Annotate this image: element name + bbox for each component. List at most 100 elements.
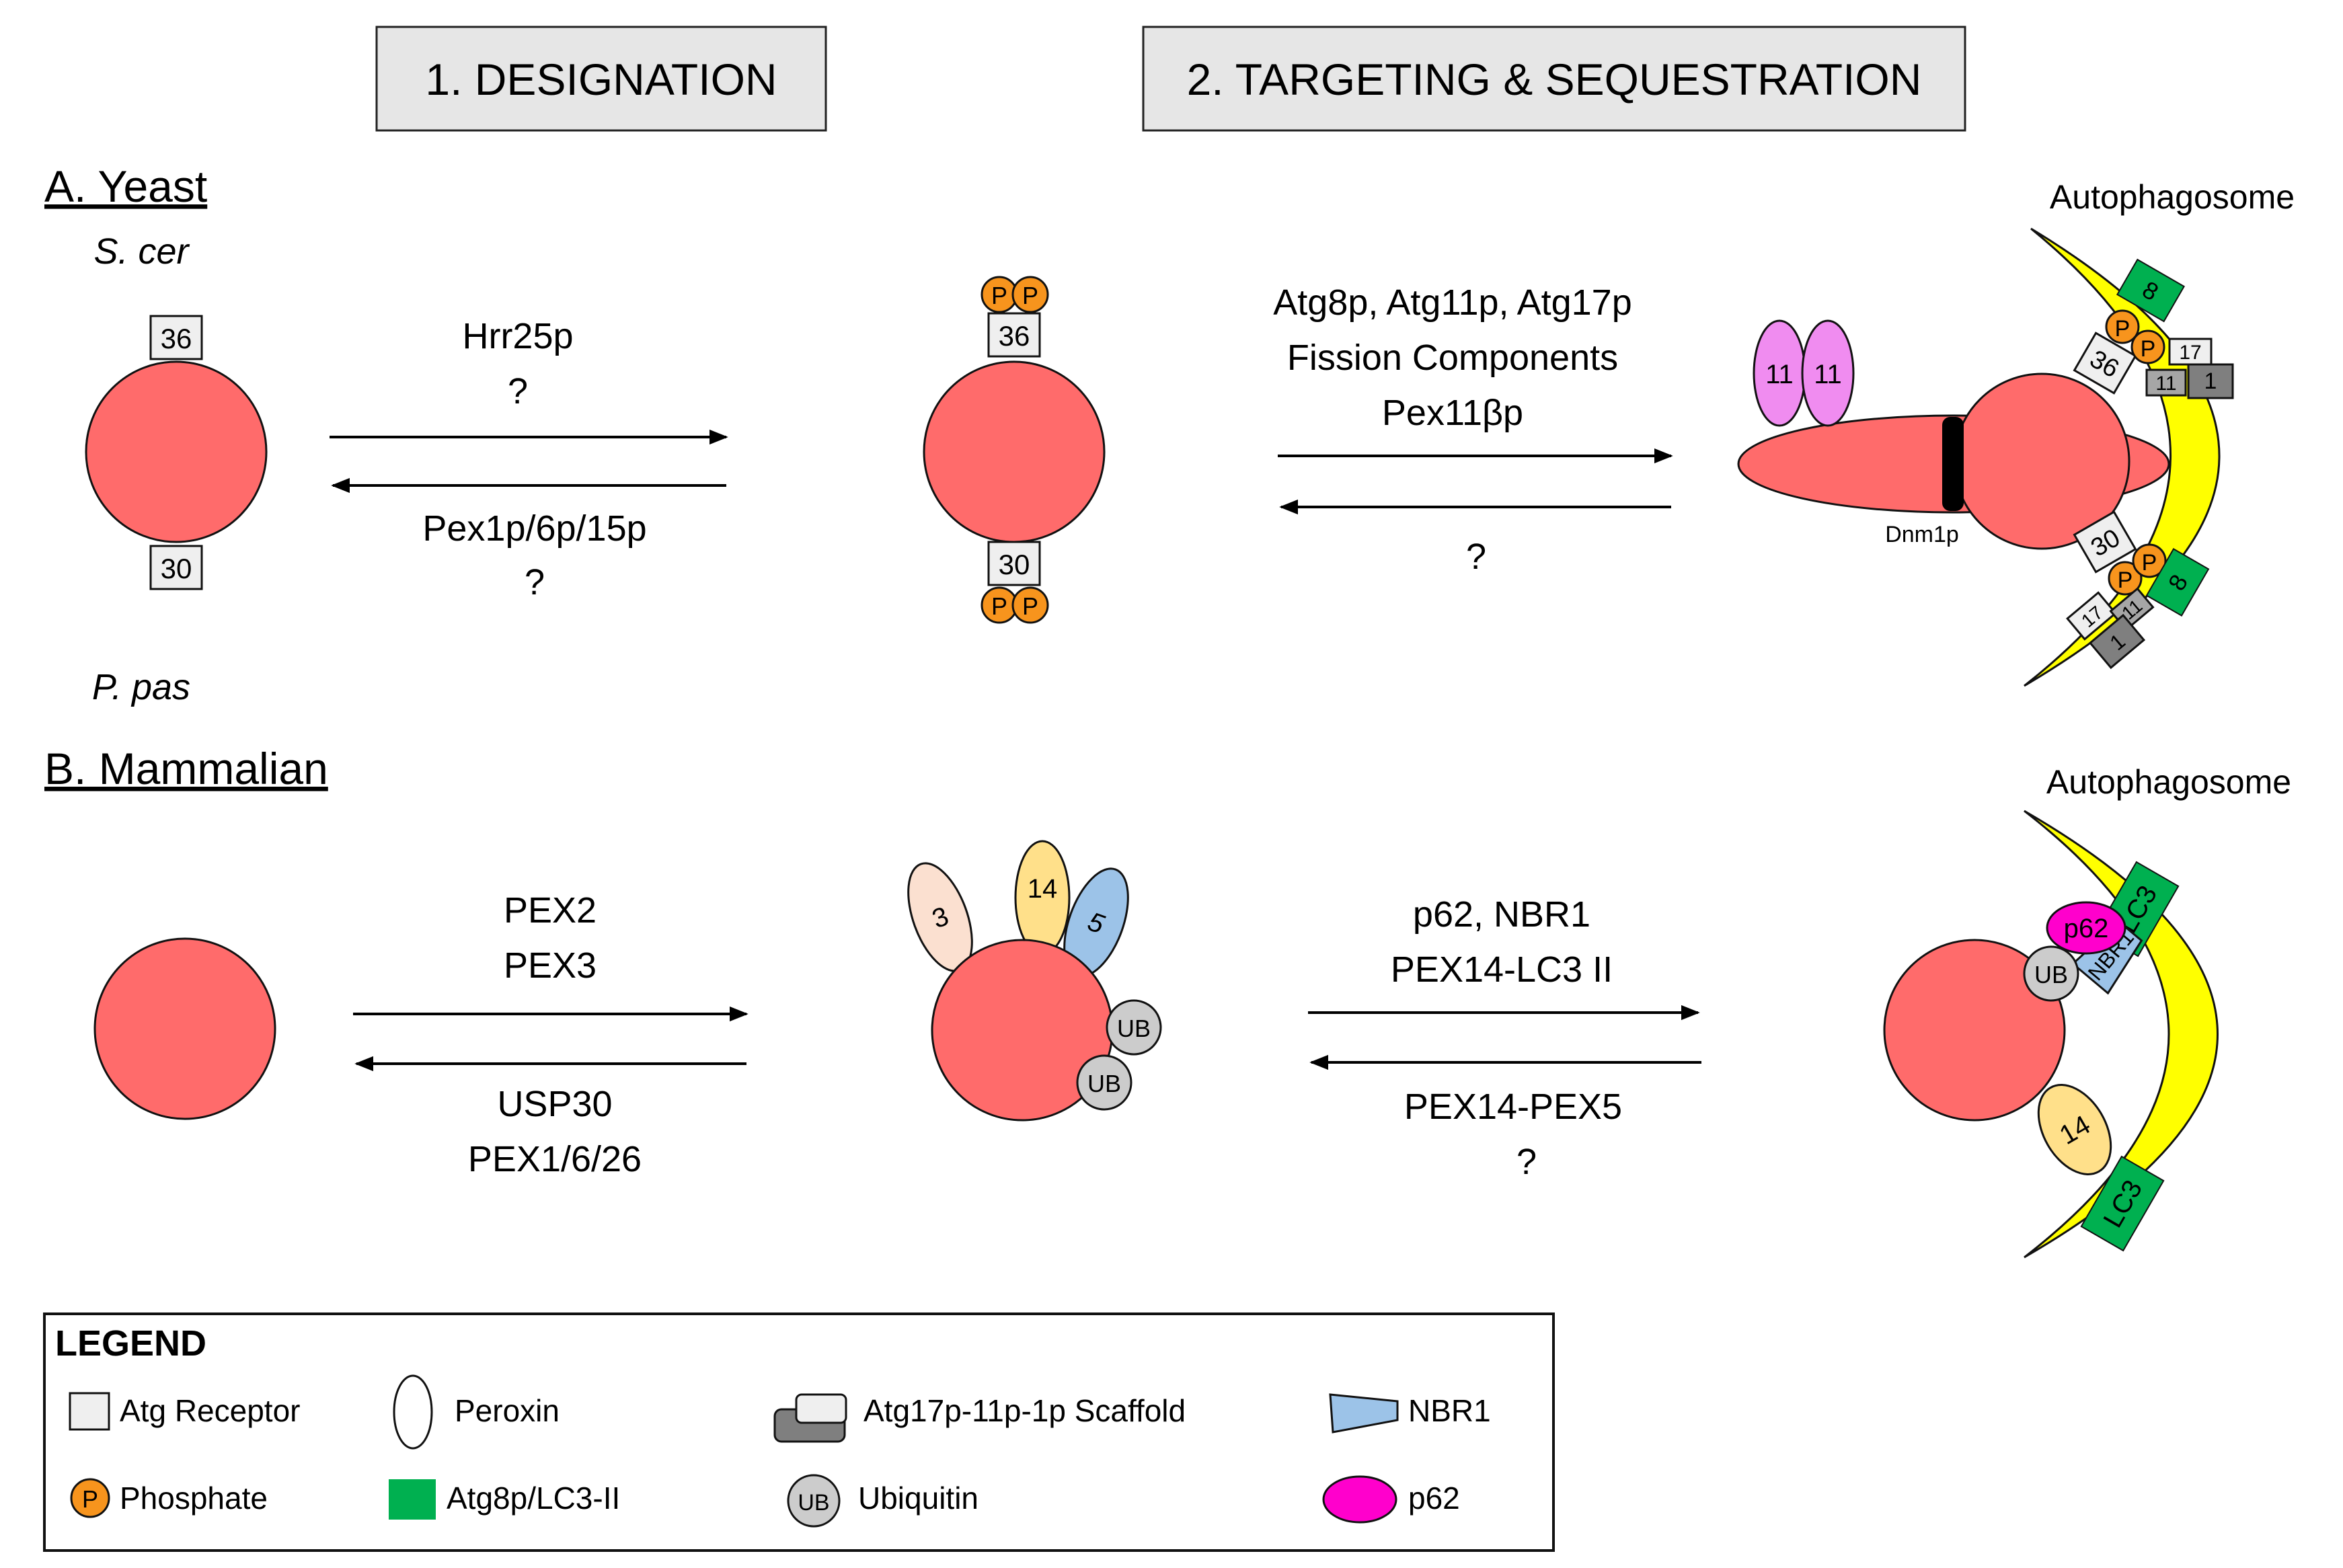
autophagosome-membrane: [2024, 810, 2219, 1259]
atg30-receptor: 30: [2073, 510, 2137, 574]
dnm1p-ring: [1942, 417, 1964, 511]
mammalian-autophagosome-label: Autophagosome: [2046, 763, 2291, 801]
header-designation-label: 1. DESIGNATION: [425, 54, 777, 104]
mammalian-autophagosome-complex: Autophagosome LC3 NBR1 p62 UB 14 LC3: [1883, 763, 2291, 1259]
legend-atg-receptor: Atg Receptor: [120, 1393, 300, 1428]
mammalian-step1-reverse-label-2: PEX1/6/26: [468, 1139, 642, 1179]
phosphate-label: P: [991, 592, 1007, 620]
dnm1p-label: Dnm1p: [1885, 522, 1959, 547]
legend-scaffold: Atg17p-11p-1p Scaffold: [863, 1393, 1186, 1428]
ubiquitin-label: UB: [2034, 961, 2068, 988]
atg30-label: 30: [161, 553, 192, 584]
p62-label: p62: [2064, 914, 2109, 943]
phosphate-label: P: [2115, 316, 2130, 342]
atg36-receptor: [149, 315, 203, 360]
phosphate-label: P: [2141, 336, 2156, 362]
legend-phosphate: Phosphate: [120, 1481, 268, 1516]
ubiquitin-label: UB: [1117, 1015, 1151, 1042]
peroxisome: [923, 360, 1106, 543]
atg36-label: 36: [161, 323, 192, 354]
atg36-label: 36: [999, 320, 1030, 352]
mammalian-step2-reverse-label-1: PEX14-PEX5: [1404, 1087, 1622, 1127]
legend-peroxin: Peroxin: [455, 1393, 560, 1428]
legend: LEGEND Atg Receptor Peroxin Atg17p-11p-1…: [43, 1312, 1555, 1552]
yeast-peroxisome-unmarked: 36 30: [85, 315, 268, 590]
pex11-peroxin: [1801, 319, 1855, 427]
yeast-step2-reverse-label: ?: [1466, 537, 1486, 577]
pex11-label: 11: [1814, 360, 1842, 389]
atg36-receptor: [987, 312, 1041, 358]
header-targeting: 2. TARGETING & SEQUESTRATION: [1142, 26, 1966, 132]
mammalian-peroxisome-unmarked: [93, 937, 276, 1120]
ubiquitin-marker: [1106, 999, 1162, 1056]
legend-scaffold-swatch: [773, 1393, 847, 1443]
legend-nbr1-swatch: [1329, 1393, 1399, 1434]
yeast-step1-reverse-label-1: Pex1p/6p/15p: [422, 508, 646, 549]
yeast-step2-forward-label-1: Atg8p, Atg11p, Atg17p: [1273, 282, 1631, 323]
phosphate-label: P: [1022, 282, 1038, 309]
legend-ubiquitin-glyph: UB: [798, 1490, 829, 1516]
yeast-autophagosome-label: Autophagosome: [2050, 178, 2295, 216]
phosphate-label: P: [991, 282, 1007, 309]
legend-ubiquitin-swatch: [787, 1474, 841, 1528]
atg36-receptor: 36: [2073, 331, 2137, 395]
phosphate-marker: [2132, 543, 2167, 578]
section-yeast-title: A. Yeast: [44, 161, 207, 211]
legend-atg8-lc3: Atg8p/LC3-II: [447, 1481, 620, 1516]
pex3-peroxin: 3: [907, 862, 973, 972]
atg11-scaffold: [2145, 368, 2187, 397]
ubiquitin-marker: [2023, 945, 2079, 1002]
mammalian-step2-reverse-label-2: ?: [1516, 1142, 1537, 1182]
atg1-scaffold: [2187, 363, 2234, 399]
pex14-label: 14: [1028, 874, 1058, 904]
pex11-label: 11: [1765, 360, 1794, 389]
yeast-step1-forward-label-2: ?: [508, 371, 528, 411]
yeast-step1-arrows: Hrr25p ? Pex1p/6p/15p ?: [330, 316, 728, 602]
section-mammalian-title: B. Mammalian: [44, 744, 328, 793]
mammalian-peroxisome-marked: 3 5 14 UB UB: [907, 840, 1162, 1122]
yeast-autophagosome-complex: Autophagosome 11 11 Dnm1p 36 P P 8 17 11…: [1737, 178, 2295, 687]
legend-receptor-swatch: [69, 1392, 110, 1431]
legend-p62-swatch: [1322, 1475, 1397, 1524]
phosphate-label: P: [2142, 550, 2157, 576]
legend-phosphate-glyph: P: [82, 1485, 98, 1513]
atg1-label: 1: [2204, 368, 2217, 394]
atg8-marker: 8: [2145, 547, 2210, 617]
phosphate-marker: [1011, 276, 1049, 313]
mammalian-step1-reverse-label-1: USP30: [497, 1084, 612, 1124]
yeast-step2-arrows: Atg8p, Atg11p, Atg17p Fission Components…: [1273, 282, 1673, 577]
mammalian-step2-arrows: p62, NBR1 PEX14-LC3 II PEX14-PEX5 ?: [1308, 894, 1701, 1182]
yeast-peroxisome-phosphorylated: 36 P P 30 P P: [923, 276, 1106, 624]
mammalian-step1-forward-label-2: PEX3: [504, 945, 597, 986]
ubiquitin-marker: [1076, 1054, 1132, 1111]
legend-ubiquitin: Ubiquitin: [858, 1481, 978, 1516]
legend-atg8-swatch: [389, 1479, 436, 1520]
phosphate-marker: [1011, 586, 1049, 624]
atg11-label: 11: [2155, 373, 2176, 395]
peroxisome: [1883, 939, 2066, 1122]
legend-phosphate-swatch: [70, 1478, 110, 1518]
atg30-receptor: [987, 541, 1041, 586]
phosphate-label: P: [1022, 592, 1038, 620]
legend-peroxin-swatch: [393, 1374, 433, 1450]
mammalian-step2-forward-label-1: p62, NBR1: [1413, 894, 1590, 935]
header-designation: 1. DESIGNATION: [375, 26, 827, 132]
mammalian-step1-forward-label-1: PEX2: [504, 890, 597, 931]
atg30-receptor: [149, 545, 203, 590]
atg8-marker: 8: [2116, 258, 2186, 323]
lc3-marker: LC3: [2080, 1155, 2165, 1252]
atg17-label: 17: [2179, 342, 2201, 364]
yeast-step1-forward-label-1: Hrr25p: [462, 316, 573, 356]
phosphate-marker: [2108, 561, 2143, 596]
phosphate-label: P: [2118, 567, 2133, 593]
yeast-step2-forward-label-2: Fission Components: [1287, 338, 1618, 378]
pex14-peroxin: 14: [2037, 1084, 2112, 1175]
yeast-step2-forward-label-3: Pex11βp: [1382, 393, 1523, 433]
legend-p62: p62: [1408, 1481, 1460, 1516]
pex5-peroxin: 5: [1063, 867, 1129, 978]
atg30-label: 30: [999, 549, 1030, 580]
peroxisome: [85, 360, 268, 543]
header-targeting-label: 2. TARGETING & SEQUESTRATION: [1187, 54, 1922, 104]
phosphate-marker: [2105, 309, 2140, 344]
mammalian-step1-arrows: PEX2 PEX3 USP30 PEX1/6/26: [353, 890, 748, 1179]
